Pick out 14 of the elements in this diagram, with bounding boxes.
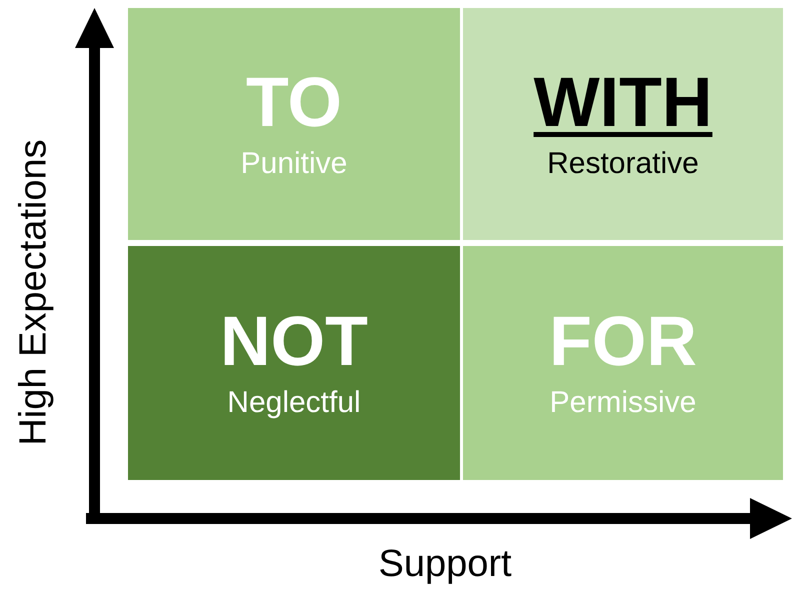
quadrant-heading: NOT (220, 306, 368, 376)
quadrant-box (463, 8, 783, 240)
quadrant-heading: TO (246, 67, 342, 137)
axis-label: High Expectations (12, 138, 56, 446)
axis-label: Support (378, 542, 512, 586)
quadrant-heading: FOR (549, 306, 697, 376)
quadrant-subtitle: Punitive (240, 147, 348, 181)
quadrant-subtitle: Neglectful (227, 386, 361, 420)
quadrant-subtitle: Restorative (547, 147, 699, 181)
quadrant-box (128, 8, 460, 240)
quadrant-box (128, 246, 460, 480)
quadrant-box (463, 246, 783, 480)
quadrant-heading: WITH (534, 67, 712, 137)
quadrant-subtitle: Permissive (550, 386, 696, 420)
